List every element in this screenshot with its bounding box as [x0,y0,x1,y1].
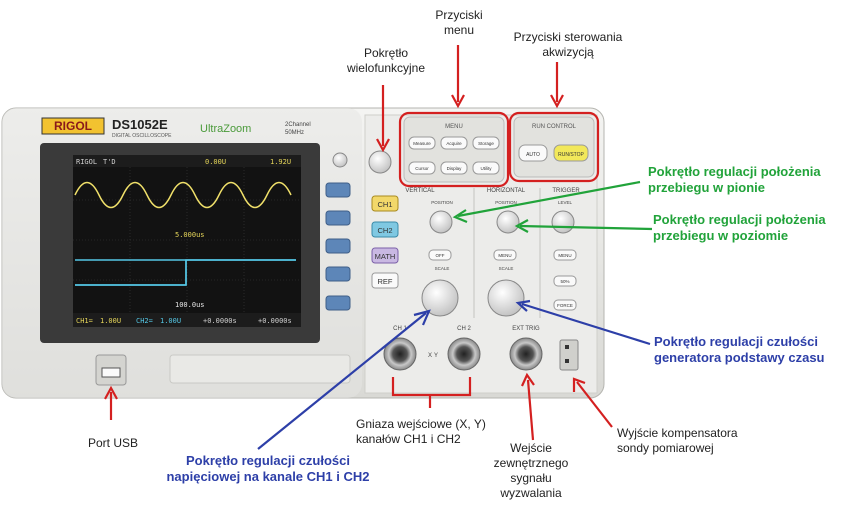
label-port-usb: Port USB [87,436,138,450]
svg-text:100.0us: 100.0us [175,301,205,309]
soft-keys[interactable] [325,182,351,311]
svg-text:EXT TRIG: EXT TRIG [512,326,540,332]
svg-text:POSITION: POSITION [495,200,517,205]
probe-compensator[interactable] [559,339,579,371]
multifunction-knob[interactable] [368,150,392,174]
svg-text:1.00U: 1.00U [100,317,121,325]
ch2-button[interactable]: CH2 [377,226,392,235]
svg-text:CH2=: CH2= [136,317,153,325]
model-label: DS1052E [112,117,168,132]
menu-group: MENU Measure Acquire Storage Cursor Disp… [403,116,505,183]
display-button[interactable]: Display [447,166,463,171]
trigger-level-knob[interactable] [551,210,575,234]
svg-text:CH 1: CH 1 [393,326,407,332]
label-przyciski-akwizycja: Przyciski sterowania akwizycją [513,30,623,59]
storage-button[interactable]: Storage [478,141,494,146]
svg-text:1.00U: 1.00U [160,317,181,325]
horizontal-position-knob[interactable] [496,210,520,234]
svg-text:SCALE: SCALE [499,266,514,271]
label-pokretlo-poziom: Pokrętło regulacji położenia przebiegu w… [653,212,826,244]
utility-button[interactable]: Utility [481,166,493,171]
label-przyciski-menu: Przyciski menu [435,8,483,37]
svg-text:0.00U: 0.00U [205,158,226,166]
trigger-menu-button[interactable]: MENU [558,253,571,258]
label-gniazda: Gniaza wejściowe (X, Y) kanałów CH1 i CH… [356,417,486,446]
svg-text:CH1=: CH1= [76,317,93,325]
volts-scale-knob[interactable] [421,279,459,317]
ch1-button[interactable]: CH1 [377,200,392,209]
green-arrows [452,180,653,233]
label-pokretlo-pion: Pokrętło regulacji położenia przebiegu w… [648,164,821,196]
menu-off-button[interactable] [332,152,348,168]
measure-button[interactable]: Measure [413,141,431,146]
acquire-button[interactable]: Acquire [446,141,462,146]
svg-text:SCALE: SCALE [435,266,450,271]
display: RIGOL T'D 0.00U 1.92U 5.000us 100.0us CH… [40,143,320,343]
label-pokretlo-wielofunkcyjne: Pokrętło wielofunkcyjne [346,46,426,75]
svg-text:POSITION: POSITION [431,200,453,205]
label-pokretlo-czas: Pokrętło regulacji czułości generatora p… [654,334,825,366]
ultrazoom-label: UltraZoom [200,123,251,135]
blue-arrows [257,299,651,450]
horizontal-menu-button[interactable]: MENU [498,253,511,258]
math-button[interactable]: MATH [375,252,396,261]
time-scale-knob[interactable] [487,279,525,317]
cursor-button[interactable]: Cursor [415,166,429,171]
svg-text:LEVEL: LEVEL [558,200,573,205]
auto-button[interactable]: AUTO [526,152,540,158]
brand-logo: RIGOL [54,119,92,133]
runstop-button[interactable]: RUN/STOP [558,152,584,158]
svg-text:CH 2: CH 2 [457,326,471,332]
svg-text:+0.0000s: +0.0000s [203,317,237,325]
svg-text:+0.0000s: +0.0000s [258,317,292,325]
bottom-plate [169,354,351,384]
channels-label: 2Channel [285,122,311,128]
label-kompensator: Wyjście kompensatora sondy pomiarowej [617,426,738,455]
svg-text:HORIZONTAL: HORIZONTAL [487,188,526,194]
usb-port[interactable] [95,354,127,386]
svg-text:Y: Y [434,353,438,359]
svg-text:T'D: T'D [103,158,116,166]
svg-text:5.000us: 5.000us [175,231,205,239]
vertical-position-knob[interactable] [429,210,453,234]
svg-text:TRIGGER: TRIGGER [552,188,580,194]
svg-text:VERTICAL: VERTICAL [405,188,435,194]
svg-text:X: X [428,353,432,359]
svg-text:1.92U: 1.92U [270,158,291,166]
off-button[interactable]: OFF [436,253,445,258]
ext-trig-bnc[interactable] [509,337,543,371]
bandwidth-label: 50MHz [285,130,304,136]
svg-text:RUN CONTROL: RUN CONTROL [532,124,577,130]
ch1-sine-trace [74,181,292,209]
ch1-input-bnc[interactable] [383,337,417,371]
run-control-group: RUN CONTROL AUTO RUN/STOP [513,116,595,178]
brand-strip: RIGOL DS1052E DIGITAL OSCILLOSCOPE Ultra… [41,117,311,139]
subtitle-label: DIGITAL OSCILLOSCOPE [112,133,172,139]
ref-button[interactable]: REF [378,277,393,286]
trigger-50-button[interactable]: 50% [560,279,569,284]
svg-text:MENU: MENU [445,124,463,130]
ch2-input-bnc[interactable] [447,337,481,371]
svg-text:RIGOL: RIGOL [76,158,97,166]
label-wejscie-wyzwalania: Wejście zewnętrznego sygnału wyzwalania [493,441,569,500]
red-arrows [104,45,613,441]
label-czulosc-napieciowa: Pokrętło regulacji czułości napięciowej … [166,453,370,485]
force-button[interactable]: FORCE [557,303,573,308]
